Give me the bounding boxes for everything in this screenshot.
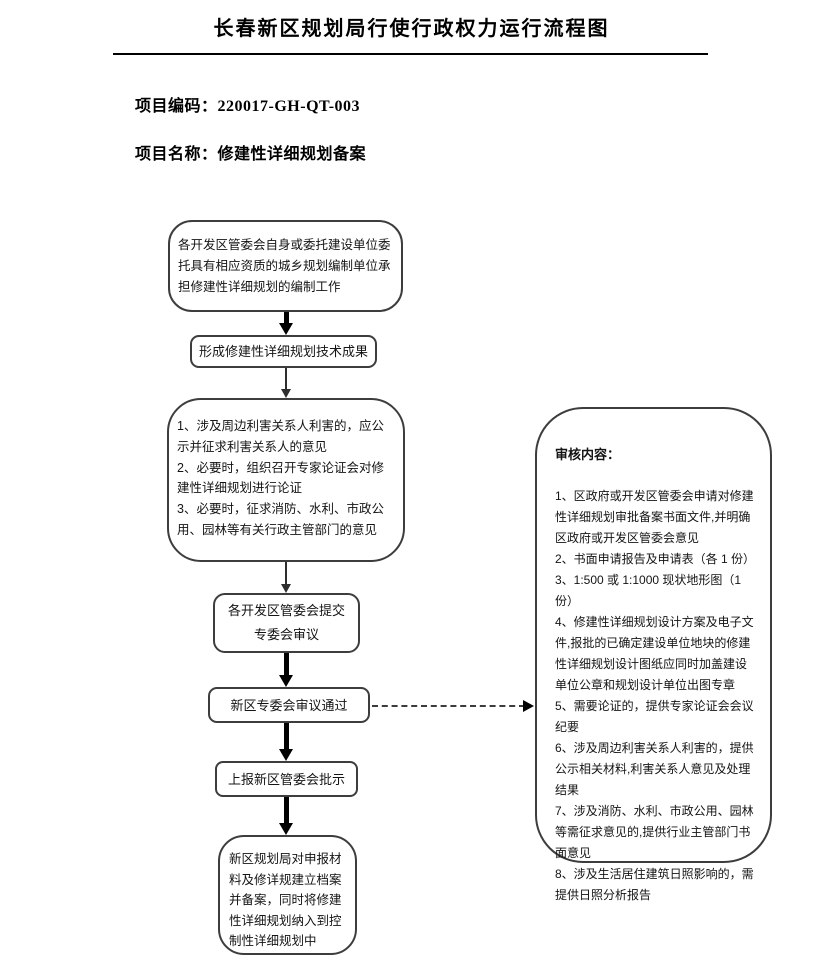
project-name-line: 项目名称：修建性详细规划备案 xyxy=(135,140,366,164)
flow-step-technical-result-box: 形成修建性详细规划技术成果 xyxy=(190,335,377,368)
arrow-head xyxy=(279,675,293,687)
down-arrow-icon xyxy=(279,312,293,335)
arrow-shaft xyxy=(283,797,289,823)
review-content-box: 审核内容： 1、区政府或开发区管委会申请对修建 性详细规划审批备案书面文件,并明… xyxy=(535,407,772,902)
review-content-body: 1、区政府或开发区管委会申请对修建 性详细规划审批备案书面文件,并明确 区政府或… xyxy=(555,489,756,902)
page-title: 长春新区规划局行使行政权力运行流程图 xyxy=(213,18,610,40)
project-code-label: 项目编码： xyxy=(135,98,218,115)
flow-step-consultation-box: 1、涉及周边利害关系人利害的，应公 示并征求利害关系人的意见 2、必要时，组织召… xyxy=(167,398,405,562)
down-arrow-icon xyxy=(281,368,291,398)
review-content-title: 审核内容： xyxy=(555,447,621,462)
arrow-head xyxy=(523,700,534,712)
project-code-line: 项目编码：220017-GH-QT-003 xyxy=(135,92,360,116)
project-name-label: 项目名称： xyxy=(135,146,218,163)
flow-step-compilation-box: 各开发区管委会自身或委托建设单位委 托具有相应资质的城乡规划编制单位承 担修建性… xyxy=(168,220,403,312)
arrow-dashed-line xyxy=(372,705,525,707)
down-arrow-icon xyxy=(279,797,293,835)
arrow-shaft xyxy=(285,368,287,389)
down-arrow-icon xyxy=(281,562,291,593)
arrow-head xyxy=(279,749,293,761)
arrow-shaft xyxy=(283,653,289,675)
arrow-shaft xyxy=(283,723,289,749)
arrow-shaft xyxy=(283,312,289,323)
down-arrow-icon xyxy=(279,723,293,761)
arrow-head xyxy=(279,323,293,335)
flow-step-committee-approval-box: 新区专委会审议通过 xyxy=(208,687,370,723)
title-underline xyxy=(113,53,708,55)
arrow-head xyxy=(279,823,293,835)
dashed-right-arrow-icon xyxy=(372,698,534,714)
arrow-shaft xyxy=(285,562,287,584)
project-name-value: 修建性详细规划备案 xyxy=(217,146,367,163)
flow-step-submit-committee-box: 各开发区管委会提交 专委会审议 xyxy=(213,593,360,653)
arrow-head xyxy=(281,584,291,593)
down-arrow-icon xyxy=(279,653,293,687)
flow-step-filing-box: 新区规划局对申报材 料及修详规建立档案 并备案，同时将修建 性详细规划纳入到控 … xyxy=(218,835,357,955)
arrow-head xyxy=(281,389,291,398)
flow-step-report-approval-box: 上报新区管委会批示 xyxy=(215,761,358,797)
project-code-value: 220017-GH-QT-003 xyxy=(217,98,361,115)
